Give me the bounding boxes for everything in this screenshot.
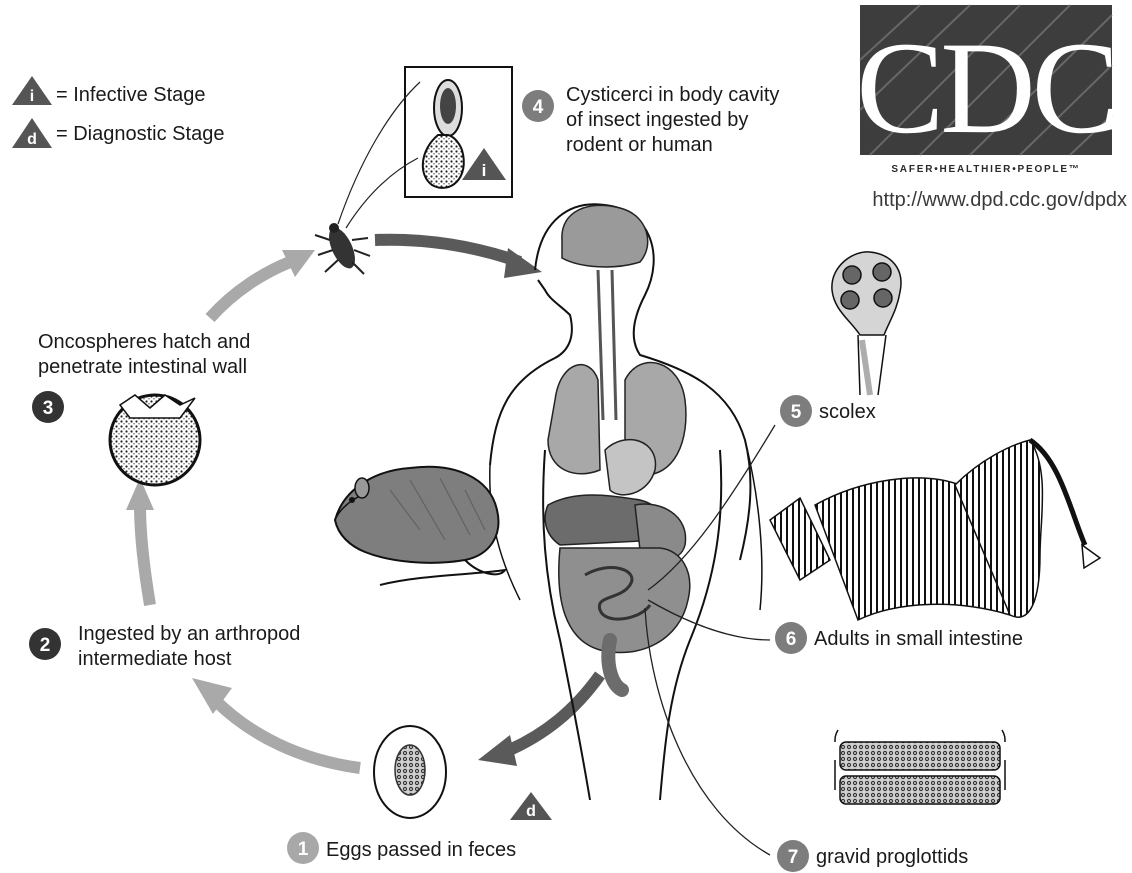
arrow-step2-to-step3 — [126, 478, 154, 605]
step-3-label-line2: penetrate intestinal wall — [38, 356, 247, 378]
arrow-egg-to-step2 — [192, 678, 360, 768]
cdc-url: http://www.dpd.cdc.gov/dpdx — [872, 189, 1127, 211]
step-4-label-line2: of insect ingested by — [566, 109, 748, 131]
step-2-label-line2: intermediate host — [78, 648, 232, 670]
step-4-label-line3: rodent or human — [566, 134, 713, 156]
svg-text:i: i — [482, 161, 487, 180]
diagnostic-stage-icon: d — [12, 118, 52, 148]
scolex-illustration — [832, 252, 901, 395]
cdc-logo: CDC — [856, 5, 1115, 161]
svg-text:3: 3 — [43, 398, 54, 419]
human-figure — [490, 204, 762, 800]
step-1-label: Eggs passed in feces — [326, 839, 516, 861]
step-3-label-line1: Oncospheres hatch and — [38, 331, 250, 353]
svg-text:7: 7 — [788, 847, 799, 868]
step-4-badge: 4 — [522, 90, 554, 122]
step-5-label: scolex — [819, 401, 876, 423]
step-2-label-line1: Ingested by an arthropod — [78, 623, 300, 645]
oncosphere-illustration — [110, 395, 200, 485]
step-7-badge: 7 — [777, 840, 809, 872]
svg-text:1: 1 — [298, 839, 309, 860]
cdc-wordmark: CDC — [856, 14, 1115, 161]
adult-worm-illustration — [770, 440, 1100, 620]
step-4-label-line1: Cysticerci in body cavity — [566, 84, 779, 106]
step-3-badge: 3 — [32, 391, 64, 423]
svg-text:2: 2 — [40, 635, 51, 656]
diagnostic-stage-badge: d — [510, 792, 552, 820]
step-1-badge: 1 — [287, 832, 319, 864]
svg-text:4: 4 — [533, 97, 544, 118]
infective-stage-icon: i — [12, 76, 52, 105]
step-7-label: gravid proglottids — [816, 846, 968, 868]
infective-stage-label: = Infective Stage — [56, 84, 206, 106]
insect-illustration — [315, 223, 370, 274]
arrow-insect-to-human — [375, 240, 542, 278]
svg-text:5: 5 — [791, 402, 802, 423]
arrow-step3-to-insect — [210, 250, 315, 318]
step-5-badge: 5 — [780, 395, 812, 427]
step-2-badge: 2 — [29, 628, 61, 660]
gravid-proglottids-illustration — [835, 730, 1005, 804]
diagnostic-stage-label: = Diagnostic Stage — [56, 123, 224, 145]
legend: i = Infective Stage d = Diagnostic Stage — [12, 76, 224, 148]
step-6-badge: 6 — [775, 622, 807, 654]
rat-illustration — [335, 467, 505, 585]
diagnostic-letter: d — [27, 131, 37, 148]
infective-letter: i — [30, 88, 34, 105]
cdc-tagline: SAFER•HEALTHIER•PEOPLE™ — [891, 164, 1080, 175]
svg-text:6: 6 — [786, 629, 797, 650]
step-6-label: Adults in small intestine — [814, 628, 1023, 650]
cysticercus-inset: i — [405, 67, 512, 197]
svg-text:d: d — [526, 803, 536, 820]
